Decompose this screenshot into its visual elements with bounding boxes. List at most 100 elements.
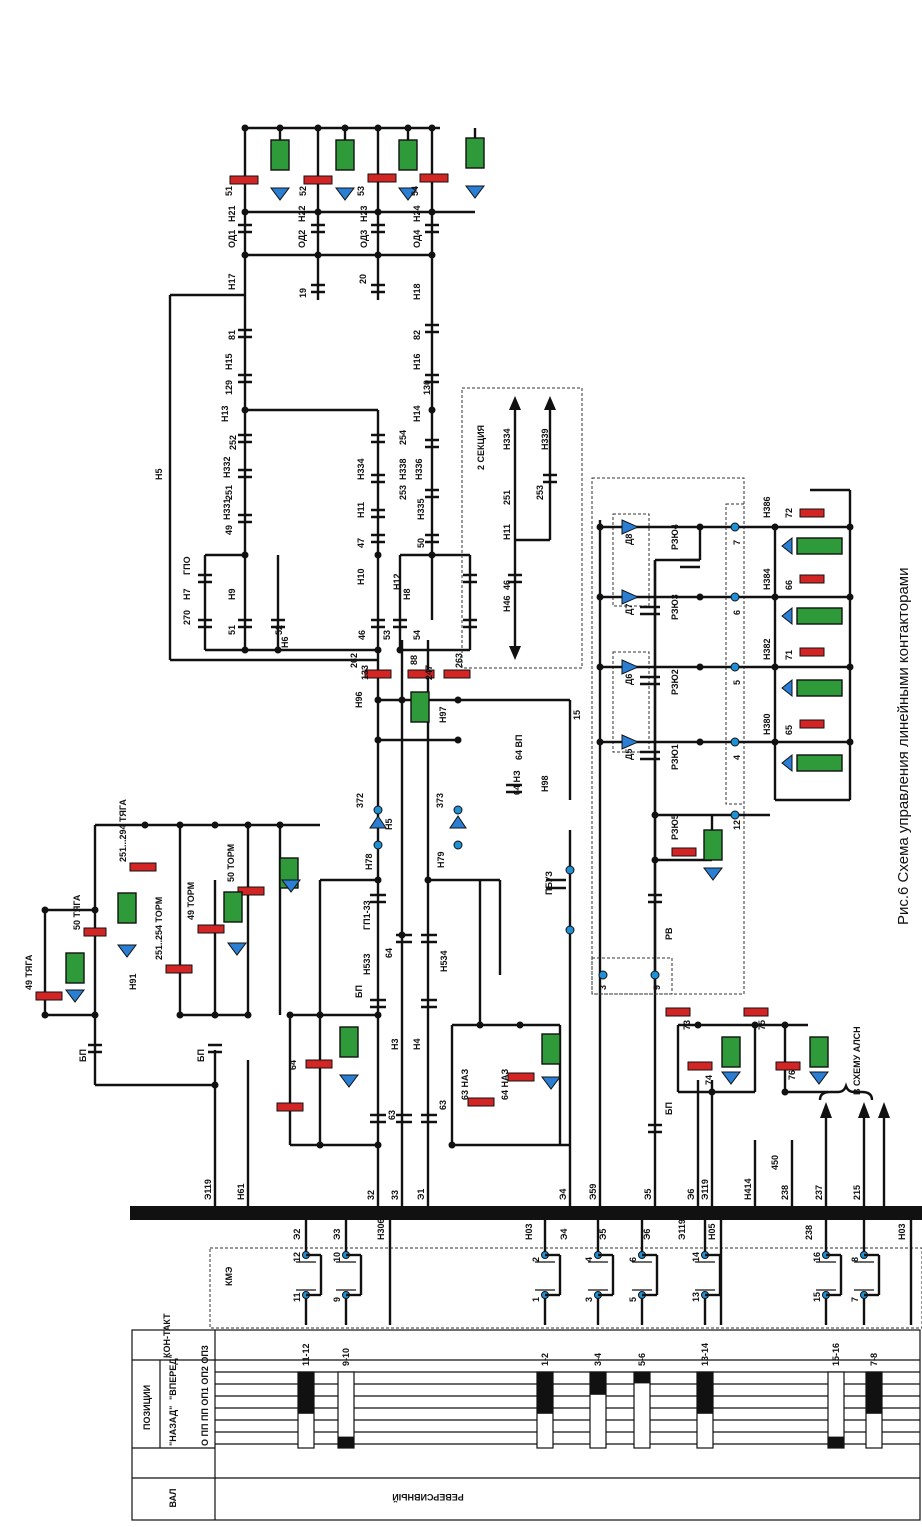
top-label: 252 [228, 435, 238, 450]
top-label: Н22 [297, 205, 307, 222]
top-label: 51 [227, 625, 237, 635]
top-label: Н10 [356, 568, 366, 585]
traction-block: 49 ТЯГА 50 ТЯГА 251...294 ТЯГА Н91 251..… [24, 799, 320, 1089]
mid-label: 63 [387, 1110, 397, 1120]
section-label: 253 [535, 485, 545, 500]
right-label: РЗЮ3 [670, 594, 680, 620]
right-label: БП [664, 1102, 674, 1115]
top-label: Н12 [392, 573, 402, 590]
right-label: 9 [652, 985, 662, 990]
right-label: 73 [682, 1020, 692, 1030]
contact-label: 11-12 [301, 1343, 311, 1366]
section-label: Н11 [502, 524, 512, 540]
kme-contact-number: 8 [850, 1257, 860, 1262]
table-dir-back: "НАЗАД" [168, 1406, 178, 1446]
top-label: Н7 [182, 588, 192, 600]
kme-contact-number: 7 [850, 1297, 860, 1302]
right-label: РЗЮ1 [670, 744, 680, 770]
mid-label: 133 [360, 665, 370, 680]
section-label: Н46 [502, 595, 512, 612]
top-label: 81 [227, 330, 237, 340]
top-label: Н16 [412, 353, 422, 370]
top-label: Н332 [222, 456, 232, 478]
top-label: 52 [274, 625, 284, 635]
mid-label: 263 [454, 653, 464, 668]
position-bar-fill [338, 1436, 354, 1448]
bus-wire-label: 33 [390, 1190, 400, 1200]
top-label: 53 [382, 630, 392, 640]
kme-wire-label: Н03 [897, 1223, 907, 1240]
main-bus [130, 1206, 922, 1220]
kme-contact-number: 13 [691, 1292, 701, 1302]
right-label: 66 [784, 580, 794, 590]
right-label: РВ [664, 927, 674, 940]
kme-wire-label: Н05 [707, 1223, 717, 1240]
mid-label: Н96 [354, 691, 364, 708]
table-col-positions: ПОЗИЦИИ [142, 1385, 152, 1430]
top-label: Н23 [359, 205, 369, 222]
bus-wire-label: Э1 [416, 1189, 426, 1200]
right-label: Д8 [624, 534, 634, 545]
mid-label: Н534 [439, 950, 449, 972]
lbl-bp-2: БП [196, 1049, 206, 1062]
right-label: Д6 [624, 674, 634, 685]
top-label: 251 [224, 485, 234, 500]
top-label: 49 [224, 525, 234, 535]
kme-contact-number: 6 [628, 1257, 638, 1262]
right-label: 76 [787, 1070, 797, 1080]
mid-label: 372 [355, 793, 365, 808]
table-col-contact: КОН-ТАКТ [162, 1313, 172, 1358]
kme-wire-label: Э3 [332, 1229, 342, 1240]
top-label: Н17 [227, 273, 237, 290]
table-col-val: ВАЛ [168, 1489, 178, 1508]
top-label: 20 [358, 274, 368, 284]
top-label: Н15 [224, 353, 234, 370]
lbl-251-254-torm: 251..254 ТОРМ [154, 897, 164, 960]
mid-label: ПБУЗ [544, 871, 554, 895]
right-label: 6 [732, 610, 742, 615]
bus-wire-label: Э119 [203, 1179, 213, 1200]
contact-label: 3-4 [593, 1353, 603, 1366]
contact-label: 13-14 [700, 1343, 710, 1366]
top-label: 47 [356, 538, 366, 548]
top-label: Н335 [416, 498, 426, 520]
right-label: Д7 [624, 604, 634, 615]
bus-wire-label: Э59 [588, 1184, 598, 1200]
right-label: 65 [784, 725, 794, 735]
bus-wire-label: 237 [814, 1185, 824, 1200]
position-bar-fill [828, 1436, 844, 1448]
right-label: Н382 [762, 638, 772, 660]
kme-contact-number: 1 [531, 1297, 541, 1302]
lbl-49-tyaga: 49 ТЯГА [24, 954, 34, 990]
bus-wire-label: Э6 [686, 1189, 696, 1200]
mid-label: 64 НЗ [512, 770, 522, 795]
mid-label: 63 [438, 1100, 448, 1110]
right-label: 75 [757, 1020, 767, 1030]
mid-label: Н6 [280, 636, 290, 648]
position-bar-fill [697, 1372, 713, 1414]
table-dir-fwd: "ВПЕРЕД" [168, 1354, 178, 1400]
top-label: Н21 [227, 205, 237, 222]
top-label: Н24 [412, 205, 422, 222]
top-label: 54 [410, 186, 420, 196]
kme-contact-number: 2 [531, 1257, 541, 1262]
bus-wire-label: 238 [780, 1185, 790, 1200]
section-label: Н339 [540, 428, 550, 450]
right-label: 3 [598, 985, 608, 990]
bus-wire-label: 215 [852, 1185, 862, 1200]
mid-label: 373 [435, 793, 445, 808]
mid-label: 88 [409, 655, 419, 665]
top-label: Н338 [398, 458, 408, 480]
right-label: 74 [704, 1075, 714, 1085]
lbl-251-294-tyaga: 251...294 ТЯГА [118, 799, 128, 862]
kme-contact-number: 15 [812, 1292, 822, 1302]
bus-wire-label: Н414 [743, 1178, 753, 1200]
kme-contact-number: 4 [584, 1257, 594, 1262]
right-label: 12 [732, 820, 742, 830]
top-label: 46 [357, 630, 367, 640]
table-pos-row: О ПП ПП ОП1 ОП2 ОП3 [200, 1345, 210, 1446]
